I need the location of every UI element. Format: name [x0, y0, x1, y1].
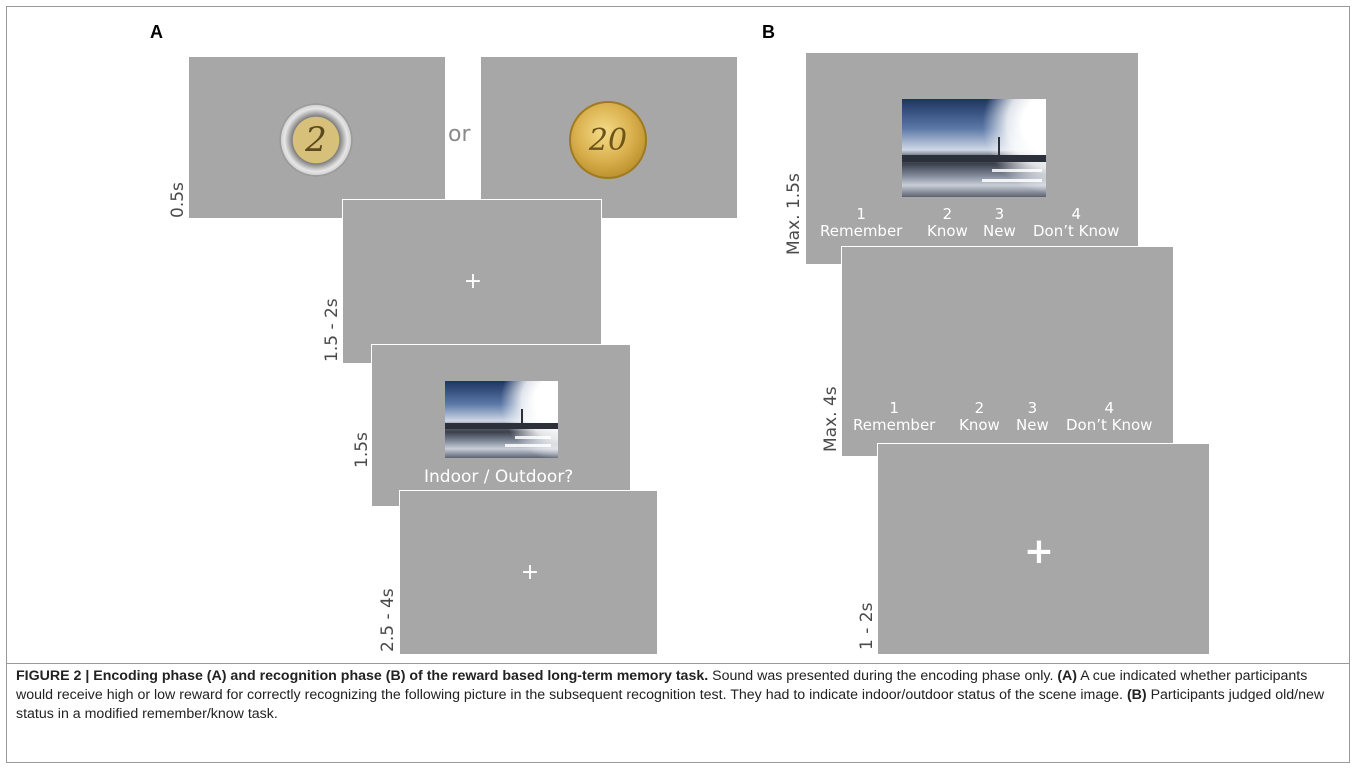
coin-20-label: 20	[588, 122, 628, 158]
caption-intro: Sound was presented during the encoding …	[708, 668, 1058, 684]
rating-label: New	[983, 222, 1016, 240]
figure-caption: FIGURE 2 | Encoding phase (A) and recogn…	[16, 667, 1336, 724]
rating-option-4: 4 Don’t Know	[1033, 206, 1119, 240]
fixation-cross-icon: +	[1023, 531, 1055, 572]
caption-title: FIGURE 2 | Encoding phase (A) and recogn…	[16, 668, 709, 684]
rating-label: Don’t Know	[1066, 416, 1153, 434]
time-label-picture: 1.5s	[352, 432, 372, 468]
scene-photo	[445, 381, 558, 458]
rating-option-4: 4 Don’t Know	[1066, 400, 1152, 434]
fixation-cross-icon: +	[463, 269, 483, 294]
time-label-rating: Max. 4s	[821, 386, 841, 452]
rating-label: Don’t Know	[1033, 222, 1120, 240]
rating-label: Remember	[853, 416, 936, 434]
two-euro-coin-icon: 2	[279, 103, 353, 177]
time-label-coin: 0.5s	[168, 182, 188, 218]
rating-screen-blank: 1 Remember 2 Know 3 New 4 Don’t Know	[841, 246, 1174, 457]
caption-b-tag: (B)	[1126, 687, 1147, 703]
rating-option-1: 1 Remember	[853, 400, 935, 434]
coin-2-label: 2	[305, 120, 327, 160]
caption-b-text: Participants judged old/new status in a …	[16, 687, 1325, 722]
twenty-cent-coin-icon: 20	[569, 101, 647, 179]
rating-option-2: 2 Know	[959, 400, 1000, 434]
rating-number: 4	[1071, 205, 1081, 223]
panel-b-letter: B	[762, 22, 775, 42]
rating-number: 4	[1104, 399, 1114, 417]
rating-option-3: 3 New	[983, 206, 1016, 240]
coin-screen-high: 2	[188, 56, 446, 219]
fixation-screen-2: +	[399, 490, 658, 655]
fixation-cross-icon: +	[520, 560, 540, 585]
or-label: or	[448, 122, 471, 147]
rating-label: New	[1016, 416, 1049, 434]
scene-photo	[902, 99, 1046, 197]
fixation-screen-recognition: +	[877, 443, 1210, 655]
picture-screen-encoding: Indoor / Outdoor?	[371, 344, 631, 507]
rating-number: 2	[974, 399, 985, 417]
rating-number: 1	[856, 205, 866, 223]
panel-a-letter: A	[150, 22, 163, 42]
rating-option-1: 1 Remember	[820, 206, 902, 240]
rating-number: 3	[1027, 399, 1038, 417]
rating-label: Know	[959, 416, 1000, 434]
picture-screen-recognition: 1 Remember 2 Know 3 New 4 Don’t Know	[805, 52, 1139, 265]
caption-divider	[6, 663, 1350, 664]
rating-option-3: 3 New	[1016, 400, 1049, 434]
caption-a-tag: (A)	[1057, 668, 1078, 684]
time-label-recognition-picture: Max. 1.5s	[784, 173, 804, 255]
rating-number: 1	[889, 399, 899, 417]
rating-number: 2	[942, 205, 953, 223]
rating-number: 3	[994, 205, 1005, 223]
time-label-fixation-2: 2.5 - 4s	[378, 588, 398, 652]
time-label-fixation-recognition: 1 - 2s	[857, 602, 877, 650]
rating-option-2: 2 Know	[927, 206, 968, 240]
fixation-screen-1: +	[342, 199, 602, 364]
rating-label: Remember	[820, 222, 903, 240]
time-label-fixation-1: 1.5 - 2s	[322, 298, 342, 362]
caption-a-text: A cue indicated whether participants wou…	[16, 668, 1308, 703]
rating-label: Know	[927, 222, 968, 240]
coin-screen-low: 20	[480, 56, 738, 219]
indoor-outdoor-question: Indoor / Outdoor?	[424, 467, 574, 487]
